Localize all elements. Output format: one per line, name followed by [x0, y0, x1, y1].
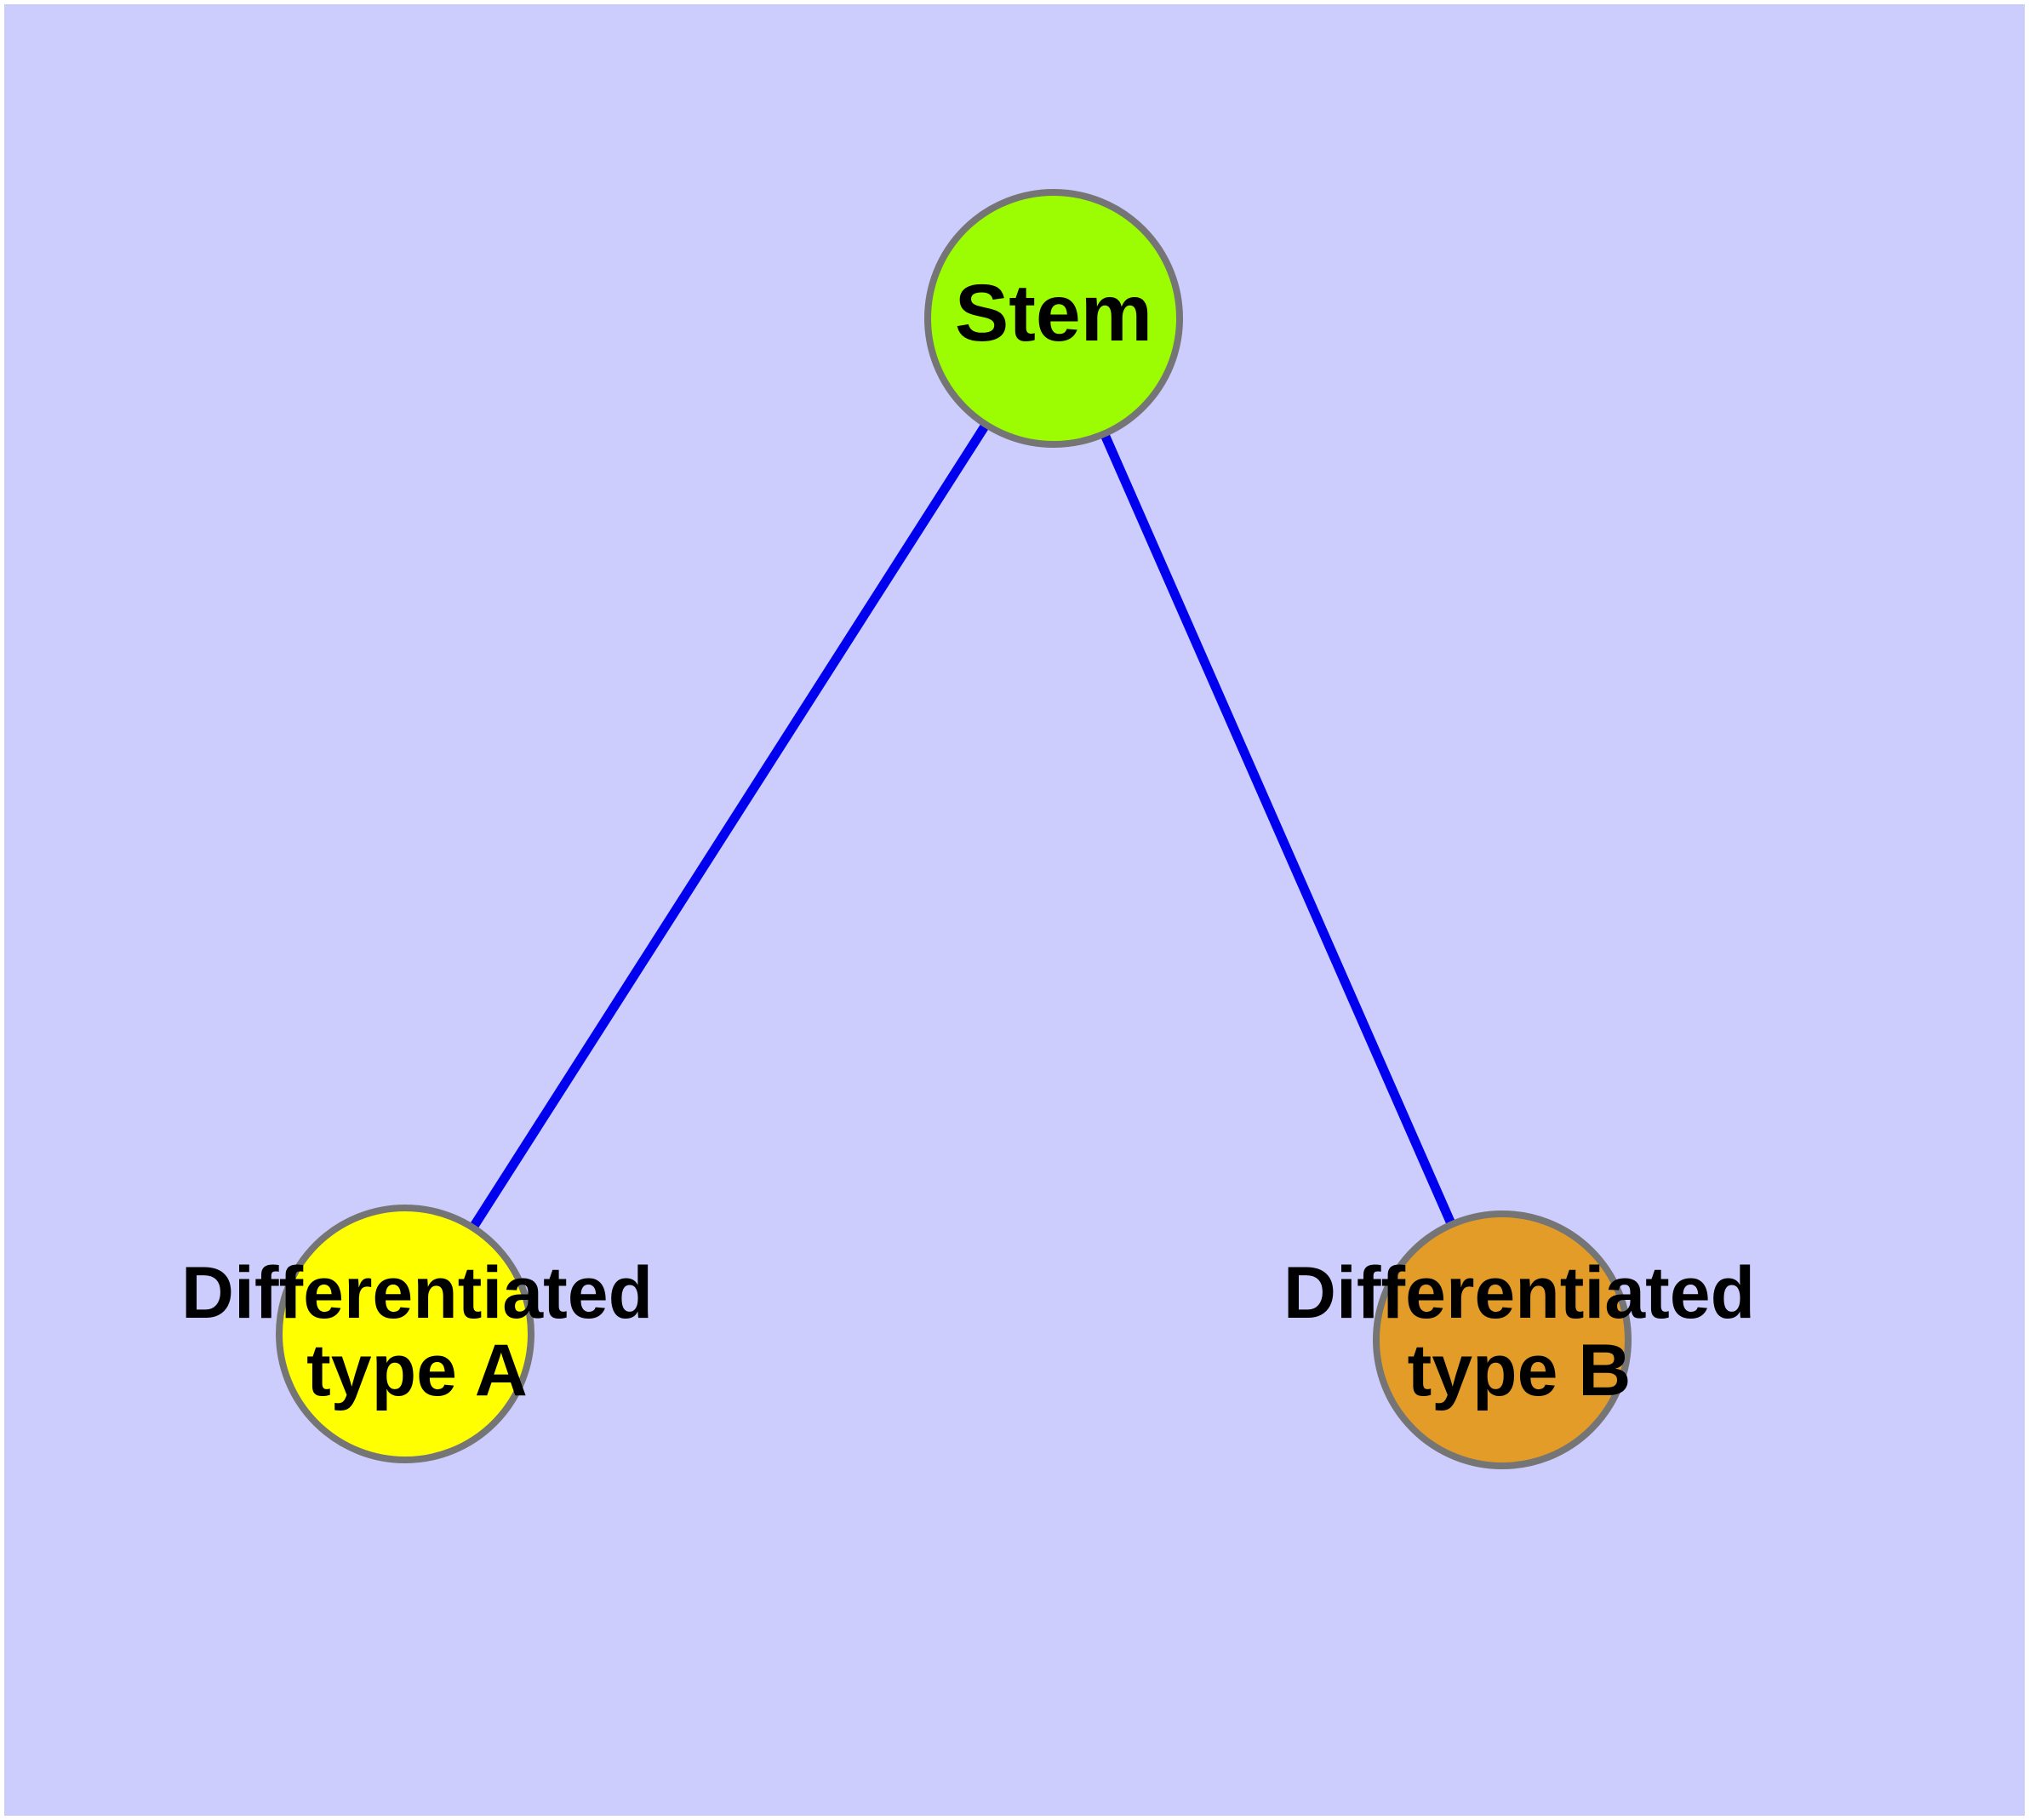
edge-stem-to-differentiated-type-b [1049, 313, 1507, 1345]
node-layer [276, 189, 1632, 1469]
node-differentiated-type-b[interactable] [1373, 1210, 1632, 1469]
edge-layer [400, 313, 1507, 1345]
node-stem[interactable] [924, 189, 1183, 448]
node-differentiated-type-a[interactable] [276, 1205, 534, 1463]
edge-stem-to-differentiated-type-a [400, 313, 1059, 1339]
